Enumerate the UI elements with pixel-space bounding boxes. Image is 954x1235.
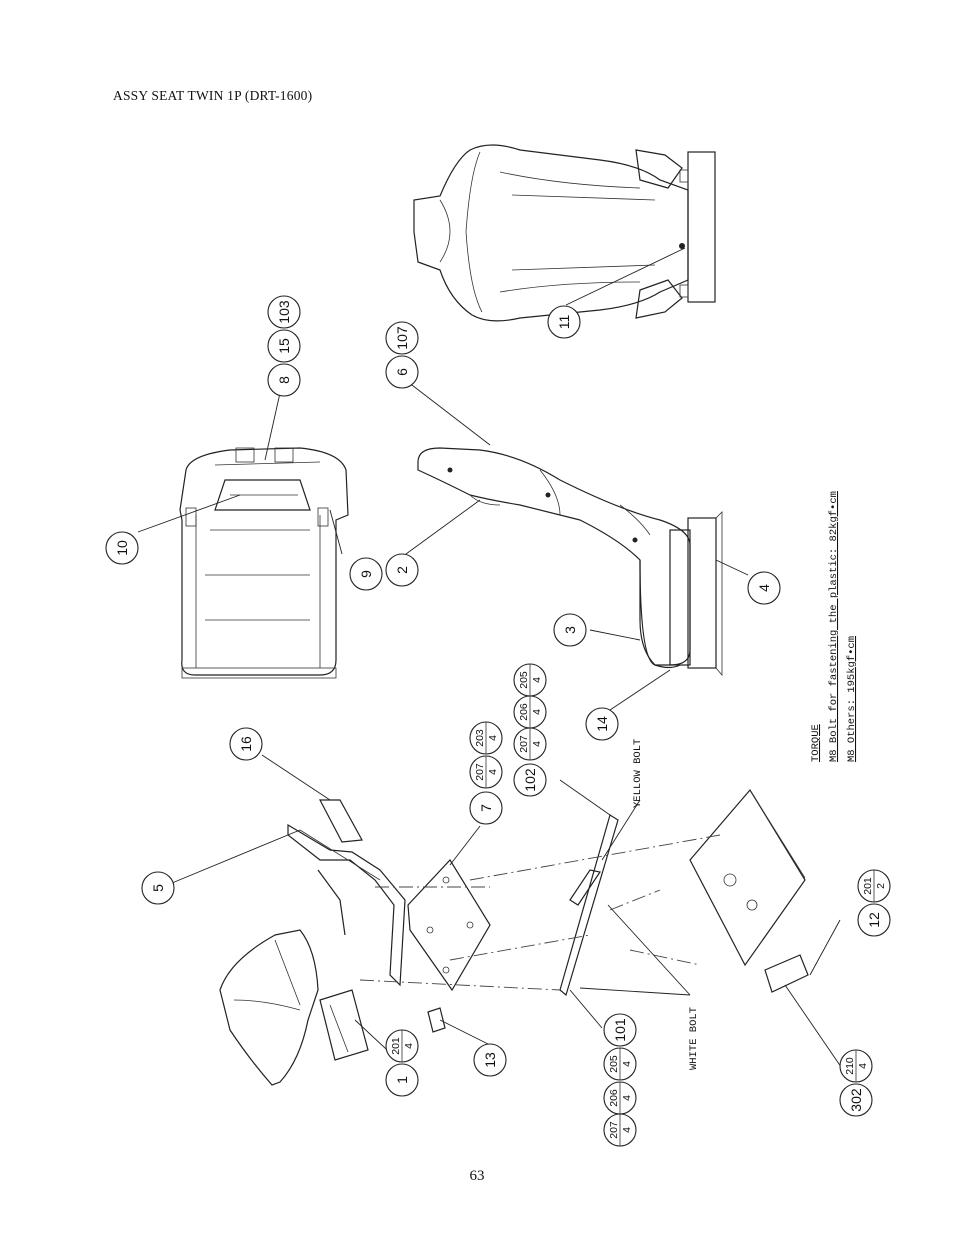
svg-text:14: 14 [594, 716, 610, 732]
fraction-205-4-b: 205 4 [603, 1047, 637, 1081]
svg-text:207: 207 [608, 1121, 620, 1139]
fraction-206-4-a: 206 4 [513, 695, 547, 729]
svg-text:4: 4 [487, 769, 499, 775]
callout-107: 107 [385, 321, 419, 355]
svg-text:205: 205 [608, 1055, 620, 1073]
svg-text:207: 207 [518, 735, 530, 753]
fraction-210-4: 210 4 [839, 1049, 873, 1083]
svg-text:8: 8 [276, 376, 292, 384]
callout-9: 9 [349, 557, 383, 591]
callout-1: 1 [385, 1063, 419, 1097]
svg-text:302: 302 [848, 1088, 864, 1112]
callout-103: 103 [267, 295, 301, 329]
svg-text:4: 4 [621, 1095, 633, 1101]
svg-text:210: 210 [844, 1057, 856, 1075]
callout-4: 4 [747, 571, 781, 605]
svg-text:1: 1 [394, 1076, 410, 1084]
svg-text:12: 12 [866, 912, 882, 928]
fraction-207-4-b: 207 4 [513, 727, 547, 761]
svg-text:6: 6 [394, 368, 410, 376]
svg-text:4: 4 [531, 741, 543, 747]
svg-text:16: 16 [238, 736, 254, 752]
callout-302: 302 [839, 1083, 873, 1117]
svg-text:201: 201 [390, 1037, 402, 1055]
callout-7: 7 [469, 791, 503, 825]
seat-front-view [179, 447, 349, 679]
svg-text:4: 4 [621, 1061, 633, 1067]
fraction-205-4-a: 205 4 [513, 663, 547, 697]
callout-13: 13 [473, 1043, 507, 1077]
svg-text:9: 9 [358, 570, 374, 578]
leader-lines [137, 247, 851, 1081]
fraction-207-4-a: 207 4 [469, 755, 503, 789]
torque-title: TORQUE [810, 724, 822, 762]
seat-rear-view [413, 144, 716, 322]
svg-text:207: 207 [474, 763, 486, 781]
callout-14: 14 [585, 707, 619, 741]
svg-text:203: 203 [474, 729, 486, 747]
callout-10: 10 [105, 531, 139, 565]
svg-text:107: 107 [394, 326, 410, 350]
torque-line-1: M8 Bolt for fastening the plastic: 82kgf… [828, 491, 840, 762]
page-title: ASSY SEAT TWIN 1P (DRT-1600) [113, 88, 313, 103]
svg-text:7: 7 [478, 804, 494, 812]
svg-text:15: 15 [276, 338, 292, 354]
callout-15: 15 [267, 329, 301, 363]
svg-text:102: 102 [522, 768, 538, 792]
fraction-207-4-c: 207 4 [603, 1113, 637, 1147]
torque-line-2: M8 Others: 195kgf•cm [846, 636, 858, 762]
callout-8: 8 [267, 363, 301, 397]
callout-102: 102 [513, 763, 547, 797]
callout-16: 16 [229, 727, 263, 761]
svg-text:4: 4 [756, 584, 772, 592]
svg-text:101: 101 [612, 1018, 628, 1042]
svg-text:4: 4 [621, 1127, 633, 1133]
fraction-203-4: 203 4 [469, 721, 503, 755]
svg-text:201: 201 [862, 877, 874, 895]
callout-6: 6 [385, 355, 419, 389]
callout-5: 5 [141, 871, 175, 905]
svg-text:2: 2 [394, 566, 410, 574]
svg-text:2: 2 [875, 883, 887, 889]
fraction-201-4: 201 4 [385, 1029, 419, 1063]
svg-text:13: 13 [482, 1052, 498, 1068]
svg-text:5: 5 [150, 884, 166, 892]
torque-note: TORQUE M8 Bolt for fastening the plastic… [810, 491, 858, 762]
svg-text:4: 4 [531, 709, 543, 715]
svg-text:206: 206 [518, 703, 530, 721]
white-bolt-label: WHITE BOLT [688, 1007, 700, 1070]
svg-text:206: 206 [608, 1089, 620, 1107]
svg-text:4: 4 [857, 1063, 869, 1069]
svg-text:10: 10 [114, 540, 130, 556]
svg-text:3: 3 [562, 626, 578, 634]
exploded-seat-assembly [219, 788, 809, 1086]
svg-text:11: 11 [556, 315, 572, 330]
callout-3: 3 [553, 613, 587, 647]
svg-text:4: 4 [487, 735, 499, 741]
svg-text:205: 205 [518, 671, 530, 689]
svg-text:103: 103 [276, 300, 292, 324]
callout-2: 2 [385, 553, 419, 587]
callout-101: 101 [603, 1013, 637, 1047]
svg-text:4: 4 [403, 1043, 415, 1049]
fraction-201-2: 201 2 [857, 869, 891, 903]
page-number: 63 [469, 1168, 485, 1184]
seat-side-view [417, 447, 723, 677]
callout-12: 12 [857, 903, 891, 937]
yellow-bolt-label: YELLOW BOLT [632, 739, 644, 808]
fraction-206-4-b: 206 4 [603, 1081, 637, 1115]
callout-11: 11 [547, 305, 581, 339]
svg-text:4: 4 [531, 677, 543, 683]
